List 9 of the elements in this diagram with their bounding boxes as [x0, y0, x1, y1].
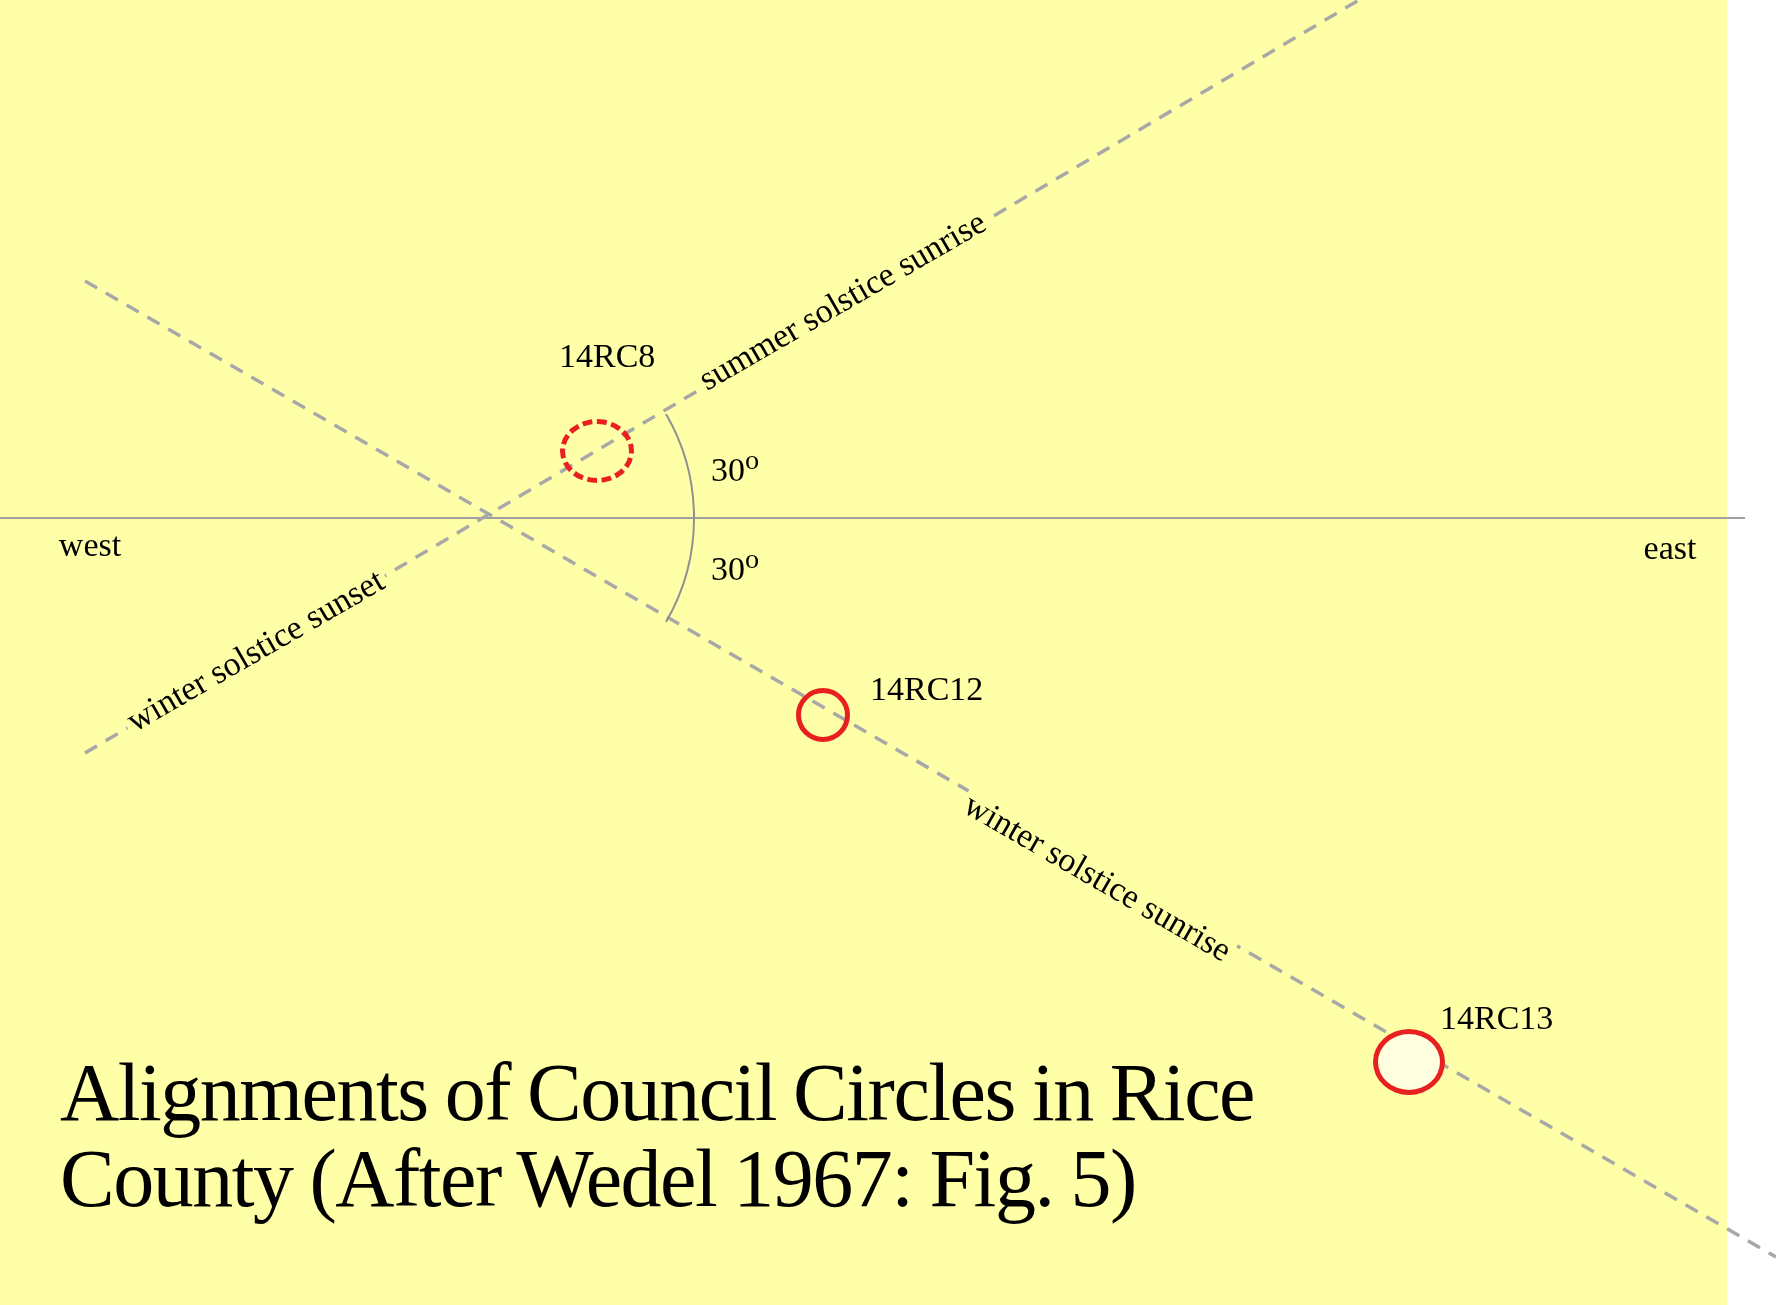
- council-circle: [796, 688, 850, 742]
- site-label: 14RC12: [869, 670, 985, 708]
- angle-label: 30$^{o}$: [709, 443, 761, 489]
- angle-label: 30$^{o}$: [709, 542, 761, 588]
- direction-label: east: [1642, 529, 1698, 567]
- site-label: 14RC8: [558, 337, 657, 375]
- site-label: 14RC13: [1439, 999, 1555, 1037]
- title: Alignments of Council Circles in Rice County (After Wedel 1967: Fig. 5): [60, 1050, 1255, 1223]
- council-circle: [560, 419, 634, 483]
